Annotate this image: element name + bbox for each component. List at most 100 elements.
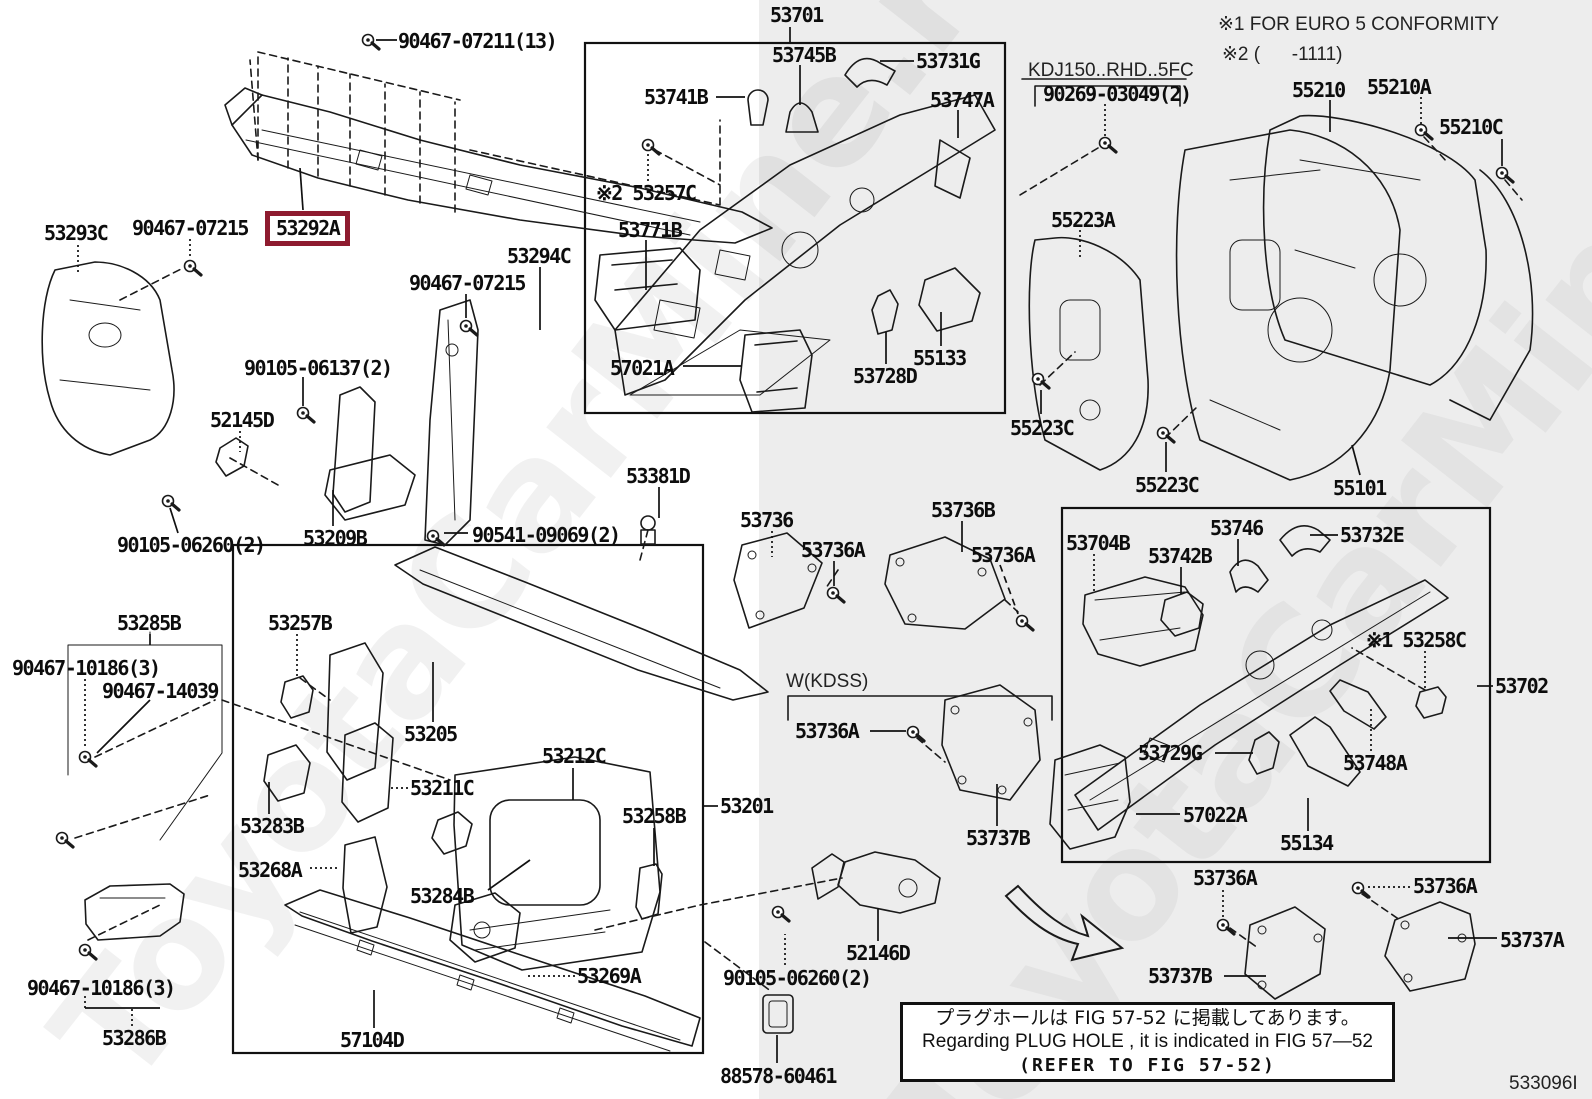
- part-drawing-53212c: [453, 756, 661, 971]
- bolt-icon: [361, 33, 381, 51]
- part-label-53211C: 53211C: [410, 776, 475, 800]
- part-drawing-53704b: [1082, 576, 1204, 667]
- bolt-icon: [296, 406, 316, 424]
- part-label-53268A: 53268A: [238, 858, 303, 882]
- part-drawing-53737b-2: [1244, 906, 1326, 1000]
- part-label-90467-07215-2: 90467-07215: [409, 271, 526, 295]
- part-label-53209B: 53209B: [303, 526, 368, 550]
- part-drawing-57022a: [1049, 744, 1131, 850]
- part-label-53258C: ※1 53258C: [1366, 628, 1467, 652]
- note-line-japanese: プラグホールは FIG 57-52 に掲載してあります。: [935, 1007, 1360, 1029]
- part-label-55223C-1: 55223C: [1010, 416, 1075, 440]
- part-label-53702: 53702: [1495, 674, 1549, 698]
- gray-background-panel: [759, 0, 1592, 1099]
- part-label-90467-10186-1: 90467-10186(3): [12, 656, 161, 680]
- part-label-90105-06260-2: 90105-06260(2): [723, 966, 872, 990]
- part-label-90467-07211: 90467-07211(13): [398, 29, 558, 53]
- part-label-53269A: 53269A: [577, 964, 642, 988]
- part-drawing-53211c: [326, 642, 384, 781]
- part-label-53736B: 53736B: [931, 498, 996, 522]
- part-label-53293C: 53293C: [44, 221, 109, 245]
- bolt-icon: [459, 319, 479, 337]
- part-drawing-55223a: [1028, 236, 1149, 471]
- part-label-53737B-2: 53737B: [1148, 964, 1213, 988]
- part-drawing-53736b: [884, 536, 1006, 630]
- part-label-53736A-3: 53736A: [795, 719, 860, 743]
- part-label-57021A: 57021A: [610, 356, 675, 380]
- part-label-55133: 55133: [913, 346, 967, 370]
- bolt-icon: [55, 831, 75, 849]
- bolt-icon: [771, 905, 791, 923]
- part-drawing-53381d: [640, 515, 656, 545]
- part-drawing-53268a: [342, 836, 388, 934]
- part-label-53736A-5: 53736A: [1413, 874, 1478, 898]
- part-label-53257B: 53257B: [268, 611, 333, 635]
- part-label-53286B: 53286B: [102, 1026, 167, 1050]
- part-drawing-55101: [1175, 129, 1401, 481]
- part-label-90467-14039: 90467-14039: [102, 679, 219, 703]
- part-drawing-53746: [1229, 559, 1269, 593]
- part-label-53212C: 53212C: [542, 744, 607, 768]
- part-drawing-53292a: [224, 87, 773, 244]
- part-label-rev-note: ※2 ( -1111): [1222, 44, 1343, 65]
- part-drawing-53258b: [635, 863, 663, 920]
- bolt-icon: [1098, 136, 1118, 154]
- note-line-reference: (REFER TO FIG 57-52): [1019, 1055, 1276, 1076]
- leader-lines: [77, 27, 1503, 1063]
- bolt-icon: [1216, 918, 1236, 936]
- part-label-53283B: 53283B: [240, 814, 305, 838]
- part-drawing-55133: [918, 267, 981, 332]
- part-drawing-53701-apron: [614, 57, 996, 396]
- part-drawing-53257b: [280, 675, 314, 719]
- part-drawing-57104d: [284, 889, 701, 1052]
- part-label-53381D: 53381D: [626, 464, 691, 488]
- part-label-53728D: 53728D: [853, 364, 918, 388]
- part-drawing-53729g: [1248, 731, 1280, 775]
- part-label-53746: 53746: [1210, 516, 1264, 540]
- part-drawing-53737b-kdss: [941, 684, 1041, 801]
- bolt-icon: [1156, 426, 1176, 444]
- leader-line: [299, 167, 304, 211]
- part-label-55101: 55101: [1333, 476, 1387, 500]
- part-drawing-53742b: [1160, 591, 1204, 637]
- part-label-53771B: 53771B: [618, 218, 683, 242]
- bolt-icon: [183, 259, 203, 277]
- bolt-icon: [161, 494, 181, 512]
- part-drawing-55210: [1262, 114, 1534, 421]
- bolt-icon: [426, 529, 446, 547]
- part-drawing-53293c: [41, 261, 175, 456]
- part-label-53292A: 53292A: [265, 211, 351, 246]
- note-line-english: Regarding PLUG HOLE , it is indicated in…: [922, 1031, 1373, 1052]
- part-label-53201: 53201: [720, 794, 774, 818]
- part-drawing-53286b: [84, 883, 185, 941]
- bolt-icon: [78, 750, 98, 768]
- leader-line: [487, 859, 531, 891]
- bolt-icon: [1031, 372, 1051, 390]
- part-label-90269-03049: 90269-03049(2): [1043, 82, 1192, 106]
- part-drawing-53728d: [871, 289, 899, 335]
- part-label-53729G: 53729G: [1138, 741, 1203, 765]
- part-drawing-53702-apron: [1074, 579, 1449, 831]
- part-label-53741B: 53741B: [644, 85, 709, 109]
- part-label-55210: 55210: [1292, 78, 1346, 102]
- part-label-55210C: 55210C: [1439, 115, 1504, 139]
- part-label-53284B: 53284B: [410, 884, 475, 908]
- part-label-euro5-note: ※1 FOR EURO 5 CONFORMITY: [1218, 14, 1499, 35]
- part-drawings: [41, 57, 1534, 1052]
- part-label-57022A: 57022A: [1183, 803, 1248, 827]
- part-drawing-53736: [733, 532, 823, 629]
- part-label-53704B: 53704B: [1066, 531, 1131, 555]
- part-label-53736: 53736: [740, 508, 794, 532]
- part-label-kdj-note: KDJ150..RHD..5FC: [1028, 60, 1194, 81]
- bolt-icon: [906, 725, 926, 743]
- part-label-55223A: 55223A: [1051, 208, 1116, 232]
- part-label-53736A-1: 53736A: [801, 538, 866, 562]
- part-label-53732E: 53732E: [1340, 523, 1405, 547]
- part-drawing-53284b: [431, 811, 473, 855]
- part-label-90105-06137: 90105-06137(2): [244, 356, 393, 380]
- part-label-90541-09069: 90541-09069(2): [472, 523, 621, 547]
- leader-line: [96, 699, 151, 754]
- part-label-diagram-code: 533096I: [1509, 1073, 1578, 1094]
- plug-hole-note-box: プラグホールは FIG 57-52 に掲載してあります。 Regarding P…: [900, 1002, 1395, 1082]
